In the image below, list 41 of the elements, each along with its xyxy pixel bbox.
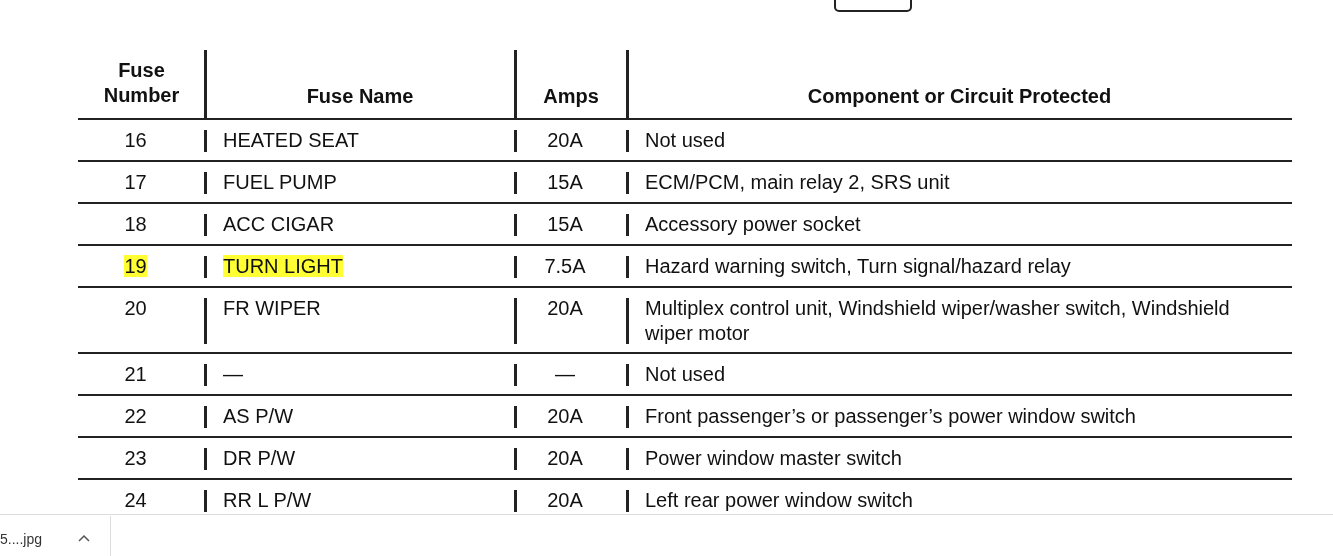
fuse-number: 24: [124, 489, 147, 511]
fuse-number: 19: [124, 255, 147, 277]
circuit-description: Not used: [645, 129, 726, 151]
fuse-number: 21: [124, 363, 147, 385]
circuit-description: Not used: [645, 363, 726, 385]
file-name: 5....jpg: [0, 530, 43, 549]
amp-rating: 7.5A: [544, 255, 586, 277]
amp-rating: 20A: [547, 297, 583, 319]
fuse-name: TURN LIGHT: [223, 255, 343, 277]
amp-rating: 15A: [547, 171, 583, 193]
column-header: Component or Circuit Protected: [806, 84, 1113, 109]
fuse-number: 16: [124, 129, 147, 151]
fuse-name: FR WIPER: [223, 297, 321, 319]
fuse-name: RR L P/W: [223, 489, 312, 511]
fuse-name: —: [223, 363, 243, 385]
circuit-description: Hazard warning switch, Turn signal/hazard relay: [645, 255, 1071, 277]
circuit-description: Power window master switch: [645, 447, 902, 469]
fuse-number: 20: [124, 297, 147, 319]
circuit-description: Left rear power window switch: [645, 489, 913, 511]
amp-rating: 20A: [547, 489, 583, 511]
fuse-name: HEATED SEAT: [223, 129, 359, 151]
column-header: Fuse Number: [102, 58, 181, 108]
fuse-number: 17: [124, 171, 147, 193]
fuse-name: AS P/W: [223, 405, 293, 427]
circuit-description: Multiplex control unit, Windshield wiper/washer switch, Windshield wiper motor: [645, 297, 1230, 344]
circuit-description: Accessory power socket: [645, 213, 861, 235]
amp-rating: 20A: [547, 447, 583, 469]
fuse-number: 22: [124, 405, 147, 427]
circuit-description: ECM/PCM, main relay 2, SRS unit: [645, 171, 950, 193]
amp-rating: —: [555, 363, 575, 385]
amp-rating: 20A: [547, 405, 583, 427]
amp-rating: 15A: [547, 213, 583, 235]
fuse-number: 18: [124, 213, 147, 235]
fuse-number: 23: [124, 447, 147, 469]
fuse-name: FUEL PUMP: [223, 171, 337, 193]
amp-rating: 20A: [547, 129, 583, 151]
fuse-name: ACC CIGAR: [223, 213, 335, 235]
column-header: Amps: [542, 84, 600, 109]
column-header: Fuse Name: [305, 84, 415, 109]
fuse-name: DR P/W: [223, 447, 296, 469]
circuit-description: Front passenger’s or passenger’s power window switch: [645, 405, 1136, 427]
